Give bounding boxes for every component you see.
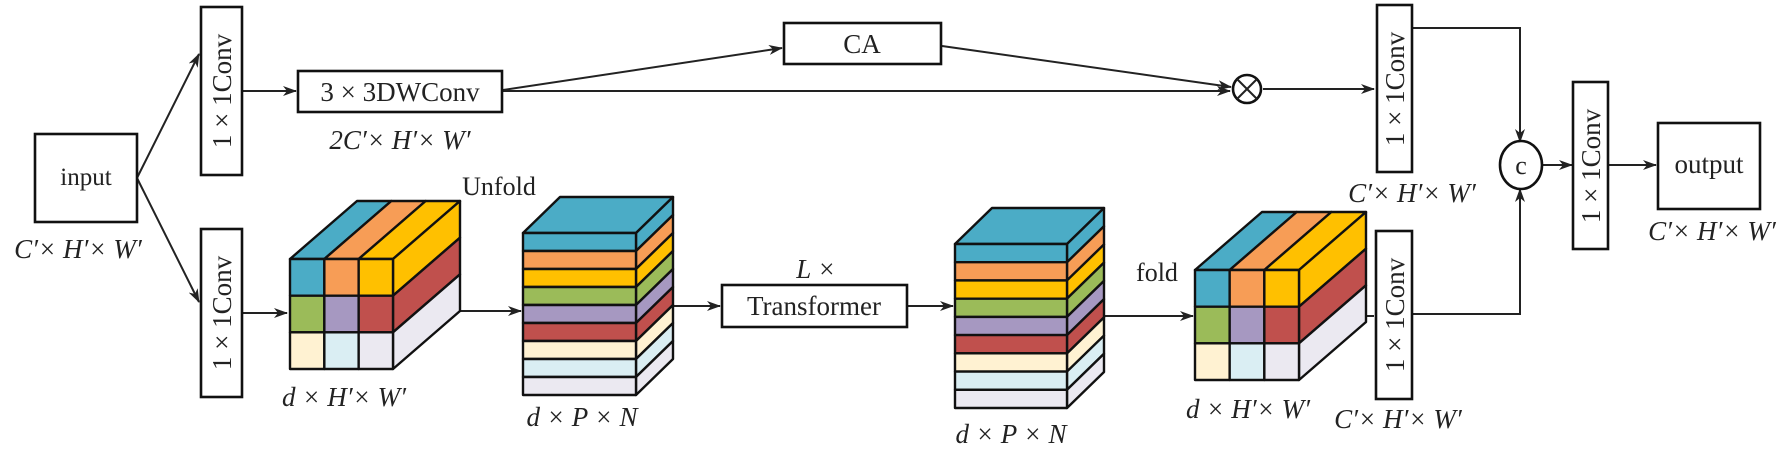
stack-layer [953,242,1069,264]
conv-top-label: 1 × 1Conv [207,33,237,148]
conv-final-label: 1 × 1Conv [1576,108,1606,223]
conv-right-top-dims: C′× H′× W′ [1348,178,1477,208]
cube-out-dims: d × H′× W′ [1186,394,1311,424]
cube-cell [288,331,326,371]
patch-stack-output [953,206,1106,410]
cube-cell [323,331,360,371]
concat-node: c [1498,139,1544,191]
output-node: output C′× H′× W′ [1648,121,1777,246]
conv-right-top-label: 1 × 1Conv [1380,31,1410,146]
arrow-conv-right-top-to-concat [1413,27,1525,143]
arrow-conv-right-bottom-to-concat [1413,188,1525,315]
input-label: input [60,164,111,191]
cube-cell [288,294,326,334]
conv-right-top-node: 1 × 1Conv C′× H′× W′ [1348,3,1477,208]
connectors [136,27,1657,321]
dwconv-dims: 2C′× H′× W′ [329,125,471,155]
cube-cell [1193,305,1231,345]
arrow-ca-to-multiply [941,45,1232,91]
transformer-repeat: L × [795,254,836,284]
arrow-input-to-conv-top [136,53,200,179]
arrow-input-to-conv-bottom [136,177,200,303]
stack-layer [521,339,638,361]
patch-stack-input [521,195,675,397]
stack-layer [521,357,638,379]
input-dims: C′× H′× W′ [14,234,143,264]
conv-bottom-node: 1 × 1Conv [199,227,244,399]
stack-layer [521,375,638,397]
concat-label: c [1515,151,1527,180]
concat-icon [1498,139,1544,191]
transformer-label: Transformer [747,291,881,321]
stack-layer [953,261,1069,282]
conv-right-bottom-dims: C′× H′× W′ [1334,404,1463,434]
fold-label: fold [1136,258,1178,287]
ca-node: CA [782,21,943,66]
cube-cell [357,331,395,371]
stack-layer [521,285,638,307]
unfold-label: Unfold [462,172,536,201]
stack-layer [953,297,1069,319]
conv-bottom-label: 1 × 1Conv [207,255,237,370]
multiply-node [1231,73,1263,105]
stack-out-dims: d × P × N [956,419,1069,449]
input-node: input C′× H′× W′ [14,132,143,264]
conv-top-node: 1 × 1Conv [199,5,244,177]
cube-cell [1228,268,1266,308]
conv-final-node: 1 × 1Conv [1571,80,1610,251]
conv-right-bottom-label: 1 × 1Conv [1380,257,1410,372]
conv-right-bottom-node: 1 × 1Conv C′× H′× W′ [1334,229,1463,434]
cube-cell [1263,305,1301,345]
cube-cell [1228,305,1266,345]
stack-layer [521,267,638,289]
stack-in-dims: d × P × N [527,402,640,432]
cube-cell [1193,342,1231,382]
stack-layer [521,303,638,325]
stack-layer [521,321,638,343]
cube-cell [323,294,360,334]
dwconv-label: 3 × 3DWConv [320,77,480,107]
ca-label: CA [843,29,881,59]
stack-layer [953,370,1069,391]
stack-layer [953,315,1069,337]
stack-layer [953,333,1069,355]
arrow-dwconv-to-ca [502,44,783,91]
cube-cell [1263,268,1301,308]
stack-layer [521,249,638,271]
stack-layer [521,231,638,253]
cube-in-dims: d × H′× W′ [282,382,407,412]
cube-cell [1263,342,1301,382]
cube-cell [323,257,360,297]
output-label: output [1674,149,1744,179]
stack-layer [953,352,1069,373]
cube-cell [357,257,395,297]
transformer-node: L × Transformer [720,254,909,329]
cube-cell [357,294,395,334]
feature-cube-output [1193,210,1368,382]
stack-layer [953,388,1069,410]
dwconv-node: 3 × 3DWConv 2C′× H′× W′ [296,69,504,155]
feature-cube-input [288,199,462,371]
cube-cell [288,257,326,297]
stack-layer [953,279,1069,300]
output-dims: C′× H′× W′ [1648,216,1777,246]
cube-cell [1193,268,1231,308]
cube-cell [1228,342,1266,382]
